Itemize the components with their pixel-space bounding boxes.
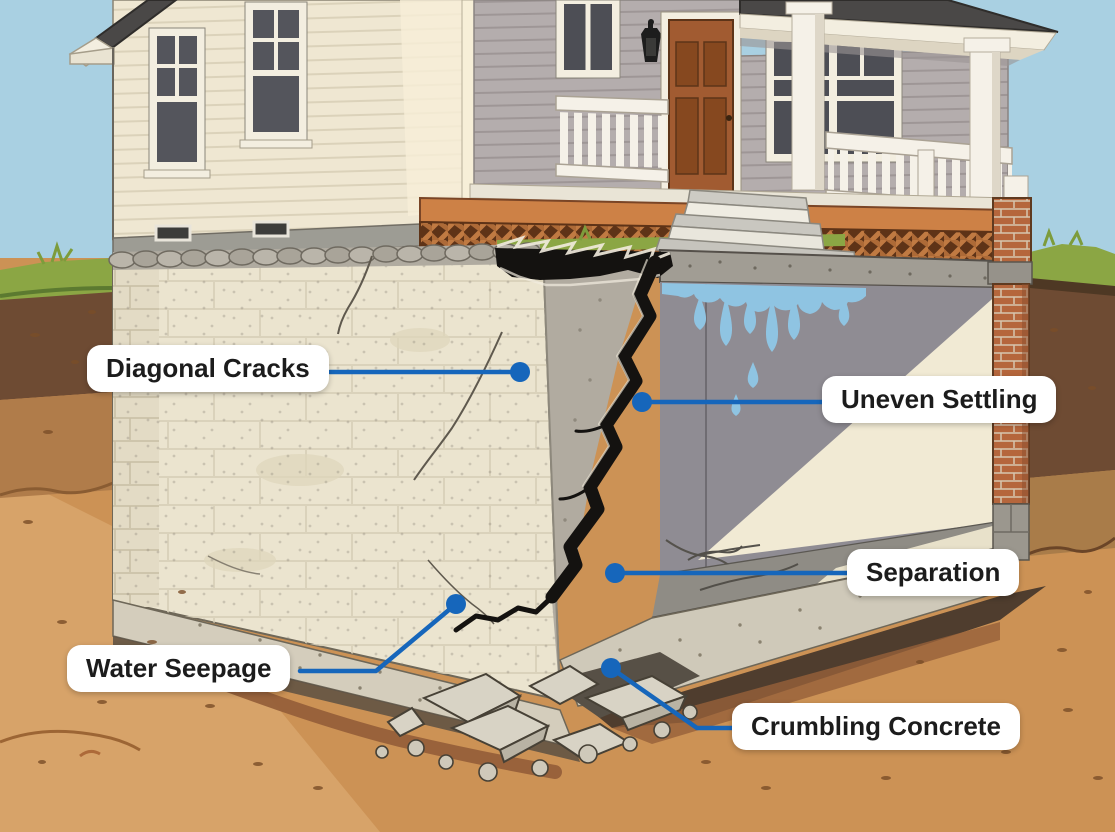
callout-dot [446,594,466,614]
separation-gap [590,586,1046,728]
foundation-wall-corner [542,248,650,701]
vent [154,224,192,242]
water-drips [662,283,866,416]
porch-railing [555,95,669,183]
window [143,27,211,179]
callout-dots [446,362,652,678]
grass [0,227,1115,300]
label-diagonal-cracks: Diagonal Cracks [87,345,329,392]
gable-roof [68,0,178,240]
callout-dot [605,563,625,583]
label-crumbling-concrete: Crumbling Concrete [732,703,1020,750]
sunlight-triangle [698,292,1000,560]
label-water-seepage: Water Seepage [67,645,291,692]
basement-floor [652,522,1000,618]
label-uneven-settling: Uneven Settling [822,376,1057,423]
foundation-crack [453,255,662,633]
porch-lantern-icon [641,19,661,62]
callout-dot [632,392,652,412]
window [555,0,621,79]
label-separation: Separation [847,549,1020,596]
foundation-cutaway [108,197,1046,779]
callout-dot [510,362,530,382]
vent [252,220,290,238]
front-door [660,11,742,199]
house-illustration [68,0,1059,272]
foundation-top-gap [495,235,673,287]
rubble [375,652,700,782]
callout-dot [601,658,621,678]
door-knob [726,115,732,121]
porch-column [963,37,1011,205]
leader-water-seepage [297,601,459,674]
porch-column [785,1,833,191]
window [239,1,313,149]
